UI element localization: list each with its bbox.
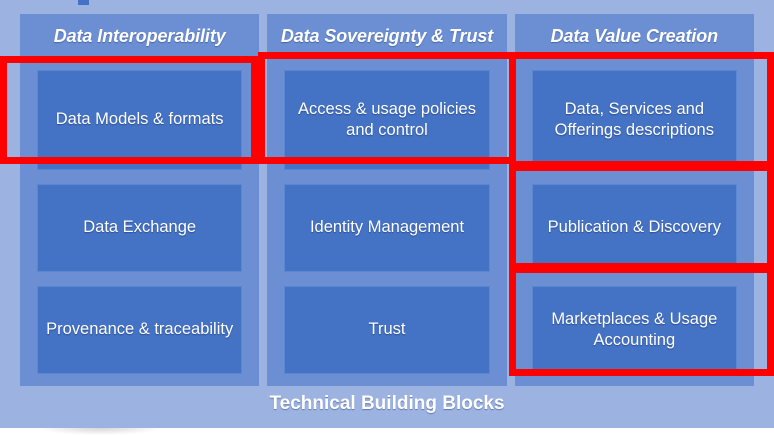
- building-blocks-columns: Data Interoperability Data Models & form…: [20, 14, 754, 386]
- card-data-exchange[interactable]: Data Exchange: [37, 184, 243, 272]
- card-data-services-and-offerings-descriptions[interactable]: Data, Services and Offerings description…: [531, 70, 737, 170]
- card-identity-management[interactable]: Identity Management: [284, 184, 490, 272]
- card-data-models-formats[interactable]: Data Models & formats: [37, 70, 243, 170]
- column-data-interoperability: Data Interoperability Data Models & form…: [20, 14, 260, 386]
- panel-drop-shadow: [40, 428, 160, 435]
- footer-technical-building-blocks: Technical Building Blocks: [269, 393, 505, 414]
- column-data-sovereignty-trust: Data Sovereignty & Trust Access & usage …: [267, 14, 507, 386]
- card-marketplaces-usage-accounting[interactable]: Marketplaces & Usage Accounting: [531, 286, 737, 374]
- top-edge-fragment: [78, 0, 89, 5]
- column-header-data-value-creation: Data Value Creation: [550, 25, 719, 46]
- card-publication-discovery[interactable]: Publication & Discovery: [531, 184, 737, 272]
- column-data-value-creation: Data Value Creation Data, Services and O…: [514, 14, 754, 386]
- card-provenance-traceability[interactable]: Provenance & traceability: [37, 286, 243, 374]
- column-cards-data-value-creation: Data, Services and Offerings description…: [515, 58, 754, 386]
- card-trust[interactable]: Trust: [284, 286, 490, 374]
- column-cards-data-sovereignty-trust: Access & usage policies and control Iden…: [267, 58, 506, 386]
- column-cards-data-interoperability: Data Models & formats Data Exchange Prov…: [20, 58, 259, 386]
- column-header-data-sovereignty-trust: Data Sovereignty & Trust: [280, 25, 494, 46]
- column-header-data-interoperability: Data Interoperability: [53, 25, 226, 46]
- card-access-usage-policies-and-control[interactable]: Access & usage policies and control: [284, 70, 490, 170]
